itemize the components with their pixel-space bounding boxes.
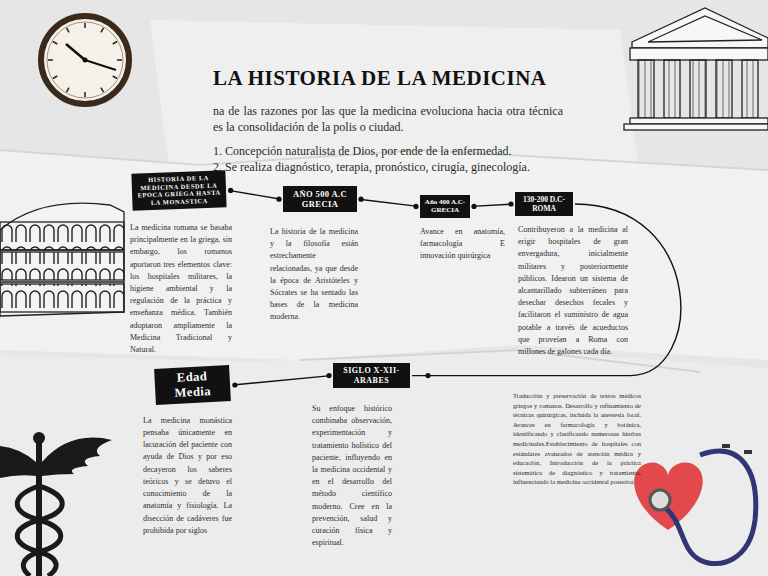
- clock: [41, 16, 129, 104]
- heading-box: HISTORIA DE LA MEDICINA DESDE LA EPOCA G…: [131, 170, 226, 210]
- timeline-connector: [472, 204, 513, 206]
- timeline-connector: [359, 199, 418, 206]
- note-text: 2. Se realiza diagnóstico, terapia, pron…: [213, 159, 633, 175]
- timeline-node: 130-200 D.C- ROMA Contribuyeron a la medi…: [515, 192, 628, 362]
- heading-box: SIGLO X-XII- ARABES: [333, 363, 410, 388]
- timeline-connector: [412, 204, 681, 376]
- timeline-connector: [229, 190, 281, 199]
- heading-box: Edad Media: [154, 365, 231, 405]
- heart-stethoscope: [634, 446, 756, 564]
- title: LA HISTORIA DE LA MEDICINA: [213, 66, 547, 91]
- heading-box: 130-200 D.C- ROMA: [515, 192, 573, 216]
- caduceus: [0, 432, 112, 576]
- greek-temple: [624, 8, 768, 130]
- timeline-node: Año 400 A.C- GRECIA Avance en anatomía, f…: [420, 195, 505, 266]
- body-text: Su enfoque histórico combinaba observaci…: [312, 403, 392, 549]
- body-text: Avance en anatomía, farmacología E innov…: [420, 226, 505, 263]
- body-text: La medicina romana se basaba principalme…: [130, 222, 232, 356]
- timeline-node: Edad Media La medicina monástica pensaba …: [143, 367, 232, 541]
- timeline-node: SIGLO X-XII- ARABES Su enfoque histórico …: [312, 363, 410, 553]
- body-text: La historia de la medicina y la filosofí…: [270, 226, 358, 324]
- timeline-connector: [233, 376, 331, 385]
- note-text: Traducción y preservación de textos médi…: [513, 391, 641, 487]
- note-text: na de las razones por las que la medicin…: [213, 103, 563, 135]
- timeline-node: HISTORIA DE LA MEDICINA DESDE LA EPOCA G…: [130, 172, 232, 360]
- body-text: La medicina monástica pensaba únicamente…: [143, 415, 232, 537]
- heading-box: Año 400 A.C- GRECIA: [420, 195, 470, 218]
- heading-box: AÑO 500 A.C GRECIA: [283, 186, 357, 212]
- note-text: 1. Concepción naturalista de Dios, por e…: [213, 143, 633, 159]
- body-text: Contribuyeron a la medicina al erigir ho…: [518, 224, 628, 358]
- timeline-node: AÑO 500 A.C GRECIA La historia de la medi…: [270, 186, 358, 328]
- colosseum: [0, 203, 124, 316]
